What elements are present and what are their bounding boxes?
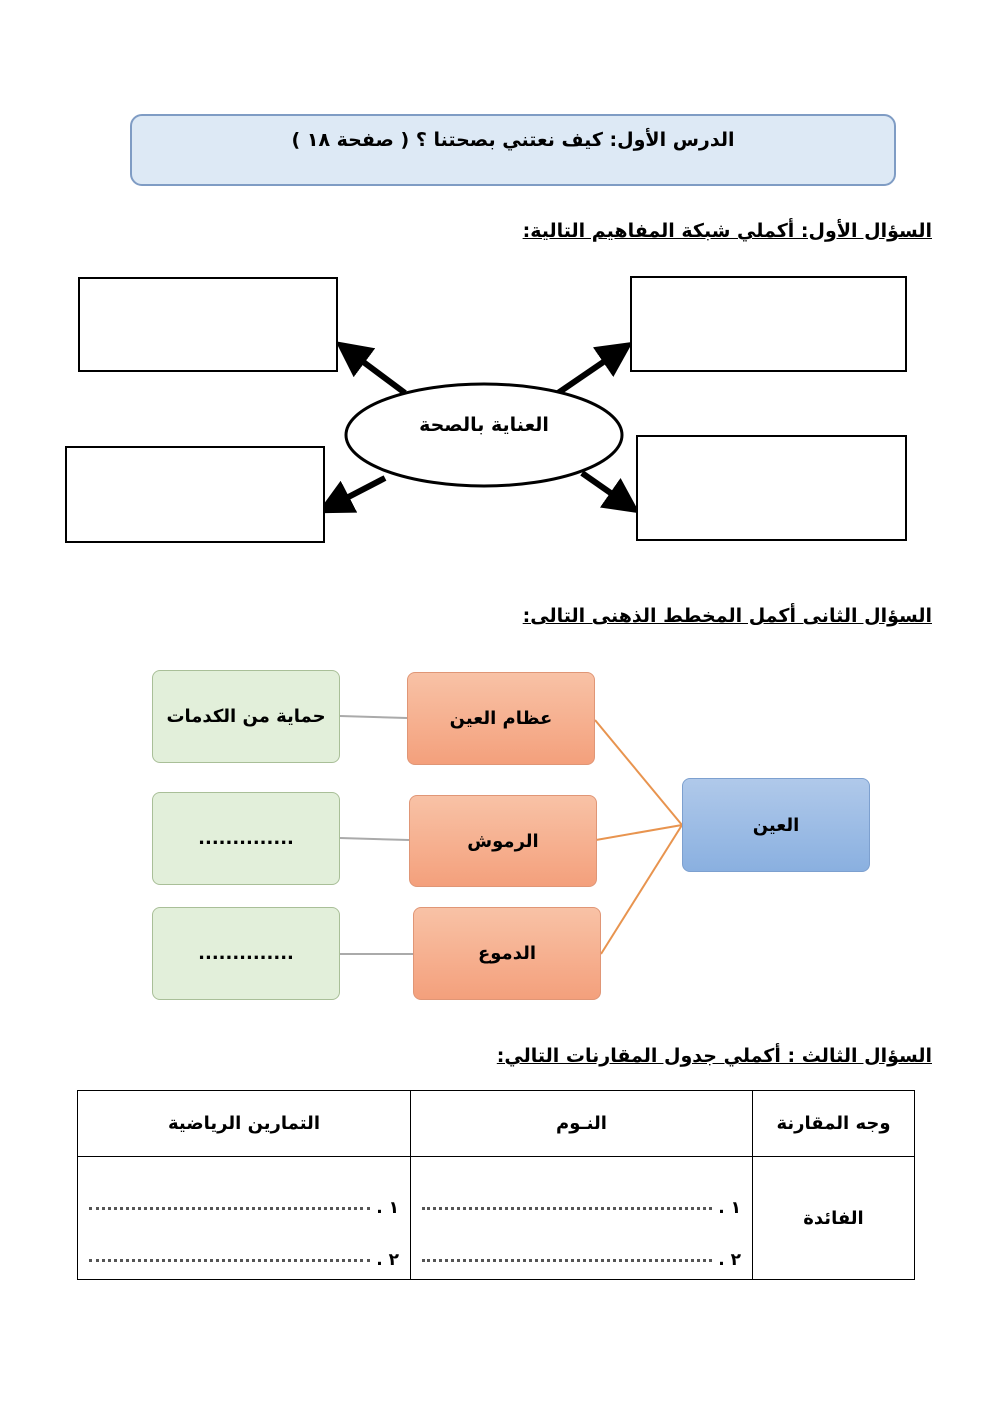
arrow-bottom-right — [580, 470, 640, 514]
answer-box-bottom-left[interactable] — [65, 446, 325, 543]
answer-line[interactable] — [422, 1207, 713, 1210]
part-box-2: الرموش — [409, 795, 597, 887]
arrow-top-right — [556, 341, 633, 396]
answer-box-bottom-right[interactable] — [636, 435, 907, 541]
concept-center: العناية بالصحة — [419, 414, 549, 436]
answer-line[interactable] — [89, 1207, 371, 1210]
header-sleep: النـوم — [410, 1090, 753, 1157]
row-label-benefit: الفائدة — [752, 1156, 915, 1280]
sleep-answers[interactable]: ١ . ٢ . — [410, 1156, 753, 1280]
arrow-bottom-left — [317, 475, 387, 514]
exercise-answers[interactable]: ١ . ٢ . — [77, 1156, 411, 1280]
number-1: ١ . — [718, 1198, 741, 1218]
function-box-2[interactable]: .............. — [152, 792, 340, 885]
lesson-title: الدرس الأول: كيف نعتني بصحتنا ؟ ( صفحة ١… — [130, 114, 896, 186]
question-3-heading: السؤال الثالث : أكملي جدول المقارنات الت… — [496, 1045, 932, 1067]
function-box-3[interactable]: .............. — [152, 907, 340, 1000]
arrow-top-left — [335, 341, 407, 396]
number-2: ٢ . — [376, 1250, 399, 1270]
header-exercise: التمارين الرياضية — [77, 1090, 411, 1157]
answer-line[interactable] — [89, 1259, 371, 1262]
number-1: ١ . — [376, 1198, 399, 1218]
function-box-1: حماية من الكدمات — [152, 670, 340, 763]
question-1-heading: السؤال الأول: أكملي شبكة المفاهيم التالي… — [522, 220, 932, 242]
question-2-heading: السؤال الثانى أكمل المخطط الذهنى التالى: — [522, 605, 932, 627]
answer-box-top-right[interactable] — [630, 276, 907, 372]
header-comparison: وجه المقارنة — [752, 1090, 915, 1157]
comparison-table: وجه المقارنة النـوم التمارين الرياضية ال… — [77, 1090, 915, 1280]
number-2: ٢ . — [718, 1250, 741, 1270]
part-box-1: عظام العين — [407, 672, 595, 765]
part-box-3: الدموع — [413, 907, 601, 1000]
mind-map-lines — [339, 715, 683, 955]
root-box: العين — [682, 778, 870, 872]
concept-map-arrows — [317, 341, 640, 514]
answer-line[interactable] — [422, 1259, 713, 1262]
answer-box-top-left[interactable] — [78, 277, 338, 372]
center-ellipse — [344, 382, 624, 488]
